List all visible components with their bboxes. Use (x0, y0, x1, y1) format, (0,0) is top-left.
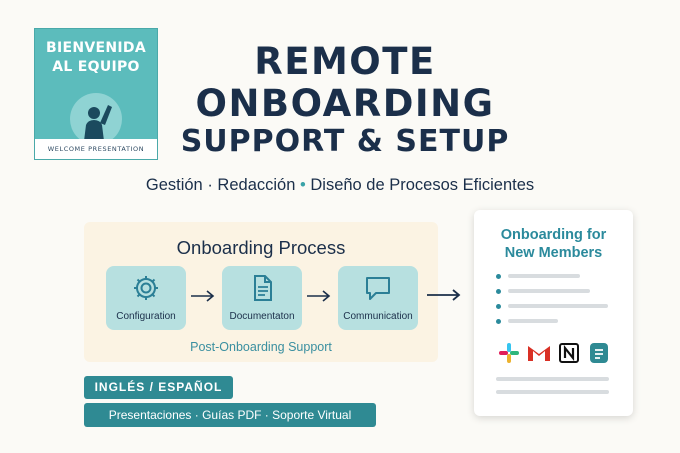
subline-separator: · (207, 176, 213, 194)
services-badge: Presentaciones · Guías PDF · Soporte Vir… (84, 403, 376, 427)
process-panel: Onboarding Process Configuration Documen… (84, 222, 438, 362)
language-badge: INGLÉS / ESPAÑOL (84, 376, 233, 399)
title-line3: SUPPORT & SETUP (180, 124, 510, 159)
welcome-footer: WELCOME PRESENTATION (35, 139, 157, 159)
list-bullet (496, 304, 501, 309)
slack-icon (499, 343, 519, 363)
step-documentation: Documentaton (222, 266, 302, 330)
waving-person-icon (70, 93, 122, 145)
members-title: Onboarding for New Members (474, 226, 633, 262)
list-line (508, 289, 590, 293)
list-line (508, 304, 608, 308)
members-title-line1: Onboarding for (500, 227, 607, 243)
subline-separator-teal: • (299, 176, 306, 194)
page-title: REMOTE ONBOARDING SUPPORT & SETUP (170, 40, 520, 160)
title-line2: ONBOARDING (195, 82, 495, 125)
post-onboarding-support: Post-Onboarding Support (190, 340, 332, 354)
subline-item-gestion: Gestión (145, 176, 203, 194)
members-title-line2: New Members (504, 245, 603, 261)
step-label: Configuration (116, 311, 176, 322)
subline-item-redaccion: Redacción (217, 176, 296, 194)
notion-icon (559, 343, 579, 363)
step-label: Documentaton (229, 311, 295, 322)
members-card: Onboarding for New Members (474, 210, 633, 416)
welcome-title-line2: AL EQUIPO (52, 59, 140, 75)
gmail-icon (528, 346, 550, 361)
welcome-title-line1: BIENVENIDA (46, 40, 146, 56)
arrow-right-icon (307, 290, 331, 302)
arrow-right-icon (191, 290, 215, 302)
title-line1: REMOTE (254, 40, 436, 83)
list-line (496, 390, 609, 394)
arrow-right-icon (427, 289, 461, 301)
services-subline: Gestión · Redacción • Diseño de Procesos… (100, 176, 580, 195)
process-title: Onboarding Process (176, 237, 346, 258)
welcome-card: BIENVENIDA AL EQUIPO WELCOME PRESENTATIO… (34, 28, 158, 160)
list-bullet (496, 289, 501, 294)
document-icon (254, 275, 272, 301)
step-label: Communication (343, 311, 413, 322)
step-configuration: Configuration (106, 266, 186, 330)
list-bullet (496, 274, 501, 279)
welcome-title: BIENVENIDA AL EQUIPO (35, 39, 157, 77)
gear-icon (134, 276, 158, 300)
list-line (496, 377, 609, 381)
docs-icon (590, 343, 608, 363)
chat-icon (366, 277, 390, 300)
list-line (508, 274, 580, 278)
subline-item-diseno: Diseño de Procesos Eficientes (310, 176, 535, 194)
list-bullet (496, 319, 501, 324)
list-line (508, 319, 558, 323)
step-communication: Communication (338, 266, 418, 330)
